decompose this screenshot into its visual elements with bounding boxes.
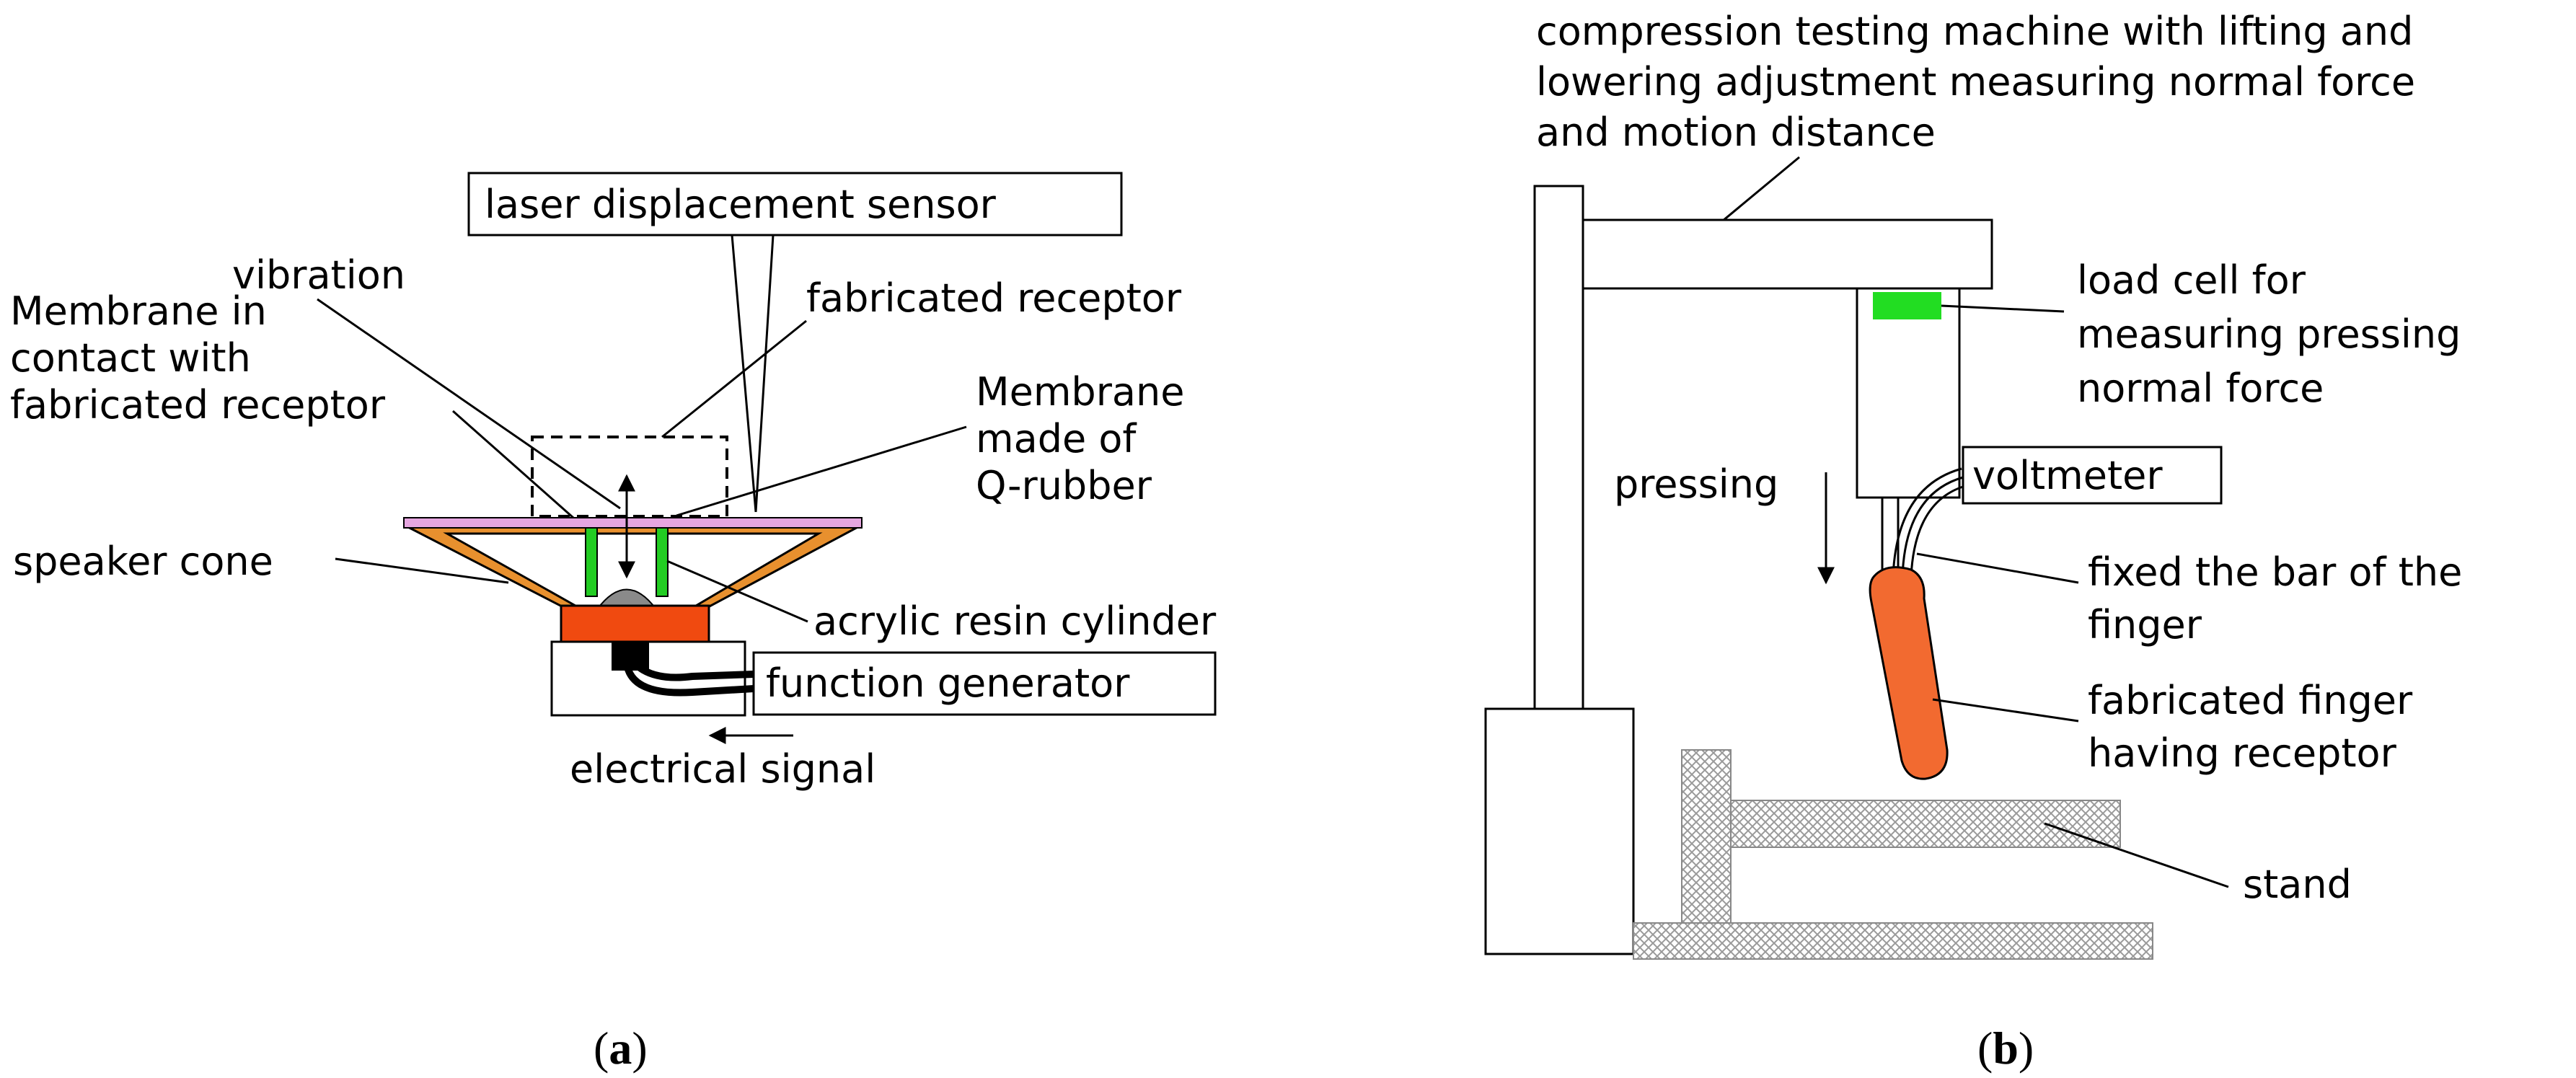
fixed-bar-leader xyxy=(1916,552,2079,584)
membrane-qrubber-label-2: made of xyxy=(976,416,1137,461)
fabricated-receptor-label: fabricated receptor xyxy=(806,275,1182,321)
membrane-qrubber-leader xyxy=(676,425,967,517)
stand-top-bar xyxy=(1730,800,2121,848)
fixed-bar-label-2: finger xyxy=(2088,602,2202,648)
membrane-qrubber-label-3: Q-rubber xyxy=(976,463,1152,508)
panel-b-caption-close: ) xyxy=(2019,1022,2034,1074)
panel-b-caption: (b) xyxy=(1977,1022,2034,1074)
membrane xyxy=(403,517,863,529)
acrylic-label: acrylic resin cylinder xyxy=(813,598,1217,644)
voltmeter-cable-3 xyxy=(1910,485,1966,578)
stand-leader xyxy=(2044,822,2229,888)
compression-label-3: and motion distance xyxy=(1536,110,1936,155)
fabricated-receptor-region xyxy=(531,436,728,518)
membrane-qrubber-label-1: Membrane xyxy=(976,369,1184,415)
vibration-leader xyxy=(317,298,621,510)
laser-beam-right xyxy=(754,234,775,513)
voltmeter-cable-2 xyxy=(1901,476,1964,578)
load-cell-label-1: load cell for xyxy=(2077,257,2306,303)
panel-a-caption-close: ) xyxy=(632,1022,647,1074)
fabricated-finger xyxy=(1869,566,1949,780)
fabricated-receptor-leader xyxy=(661,319,807,438)
machine-base xyxy=(1484,707,1635,955)
membrane-contact-label-2: contact with xyxy=(10,335,251,381)
signal-cable-2 xyxy=(632,661,754,681)
electrical-signal-label: electrical signal xyxy=(570,746,875,792)
panel-b: compression testing machine with lifting… xyxy=(1484,9,2462,1074)
load-cell-leader xyxy=(1941,304,2065,313)
stand-label: stand xyxy=(2243,862,2352,907)
acrylic-leader xyxy=(666,560,808,623)
voltmeter-cable-1 xyxy=(1892,467,1962,578)
load-cell xyxy=(1873,292,1941,319)
acrylic-cylinder-right xyxy=(656,527,669,597)
function-generator-label: function generator xyxy=(766,661,1130,706)
machine-head xyxy=(1856,287,1961,499)
panel-a: laser displacement sensor vibration Memb… xyxy=(10,172,1217,1074)
speaker-magnet xyxy=(560,604,710,643)
pressing-label: pressing xyxy=(1614,461,1778,507)
fixed-bar-label-1: fixed the bar of the xyxy=(2088,549,2462,595)
load-cell-label-2: measuring pressing xyxy=(2077,312,2461,357)
laser-beam-left xyxy=(731,234,757,513)
voltmeter-label: voltmeter xyxy=(1972,453,2163,498)
membrane-contact-label-1: Membrane in xyxy=(10,288,267,334)
speaker-cone-label: speaker cone xyxy=(13,539,273,584)
stand-base xyxy=(1633,922,2153,960)
machine-arm xyxy=(1582,218,1993,290)
panel-a-caption-letter: a xyxy=(609,1022,632,1074)
compression-label-2: lowering adjustment measuring normal for… xyxy=(1536,59,2415,105)
stand-upright xyxy=(1681,749,1732,924)
load-cell-label-3: normal force xyxy=(2077,366,2324,411)
fabricated-finger-label-1: fabricated finger xyxy=(2088,678,2413,723)
fabricated-finger-label-2: having receptor xyxy=(2088,730,2397,776)
membrane-contact-label-3: fabricated receptor xyxy=(10,382,386,428)
vibration-label: vibration xyxy=(232,252,405,298)
machine-column xyxy=(1533,185,1584,710)
fabricated-finger-leader xyxy=(1932,698,2079,723)
panel-a-caption-open: ( xyxy=(594,1022,609,1074)
speaker-cone-leader xyxy=(335,557,509,584)
panel-b-caption-open: ( xyxy=(1977,1022,1993,1074)
panel-b-caption-letter: b xyxy=(1993,1022,2019,1074)
signal-cable-1 xyxy=(624,666,754,697)
voltmeter-box xyxy=(1962,446,2223,505)
laser-sensor-label: laser displacement sensor xyxy=(485,182,997,227)
function-generator-box xyxy=(752,651,1217,716)
acrylic-cylinder-left xyxy=(585,527,598,597)
laser-sensor-box xyxy=(467,172,1123,237)
membrane-contact-leader xyxy=(452,410,574,519)
panel-a-caption: (a) xyxy=(594,1022,648,1074)
compression-label-1: compression testing machine with lifting… xyxy=(1536,9,2413,54)
